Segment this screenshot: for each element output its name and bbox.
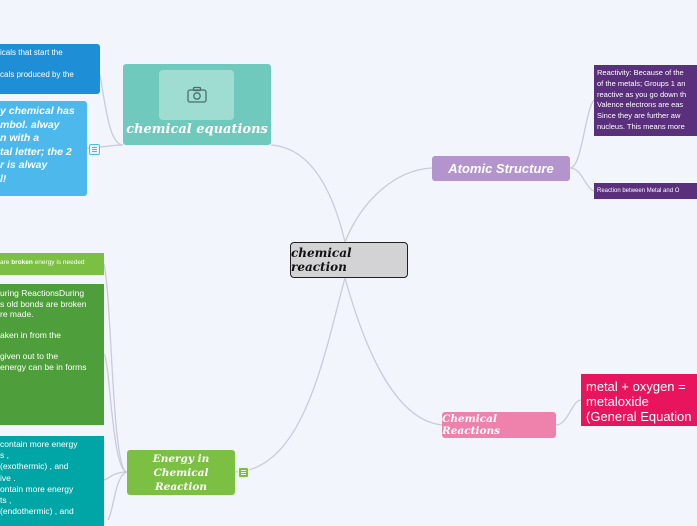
- subtopic-line: s ,: [0, 450, 9, 461]
- subtopic-text: are: [0, 259, 12, 266]
- subtopic-line: energy can be in forms: [0, 361, 87, 372]
- central-topic-label: chemical reaction: [291, 246, 352, 274]
- topic-chemical-reactions[interactable]: Chemical Reactions: [442, 412, 556, 438]
- subtopic-exo-endothermic[interactable]: contain more energy s , (exothermic) , a…: [0, 436, 104, 526]
- subtopic-line: (exothermic) , and: [0, 461, 69, 472]
- subtopic-text: energy is needed: [32, 259, 85, 266]
- subtopic-metal-oxygen[interactable]: Reaction between Metal and O: [594, 183, 697, 199]
- subtopic-general-equation[interactable]: metal + oxygen = metaloxide (General Equ…: [581, 374, 697, 426]
- subtopic-reactivity[interactable]: Reactivity: Because of the of the metals…: [594, 65, 697, 136]
- subtopic-bold-text: broken: [11, 259, 33, 266]
- topic-energy-in-chemical-reaction[interactable]: Energy in Chemical Reaction: [127, 450, 235, 495]
- subtopic-line: s old bonds are broken: [0, 298, 87, 309]
- subtopic-line: nucleus. This means more: [597, 121, 685, 131]
- subtopic-line: mbol. alway: [0, 118, 60, 131]
- subtopic-line: of the metals; Groups 1 an: [597, 78, 686, 88]
- subtopic-line: [0, 341, 104, 352]
- subtopic-chemical-symbols[interactable]: y chemical has mbol. alway n with a tal …: [0, 101, 87, 196]
- subtopic-reactants-products[interactable]: icals that start the cals produced by th…: [0, 44, 100, 94]
- subtopic-line: (endothermic) , and: [0, 506, 74, 517]
- subtopic-line: given out to the: [0, 351, 59, 361]
- subtopic-line: n with a: [0, 132, 40, 144]
- subtopic-line: cals produced by the: [0, 70, 74, 79]
- subtopic-line: re made.: [0, 309, 34, 319]
- subtopic-line: tal letter; the 2: [0, 145, 72, 158]
- subtopic-line: ive .: [0, 472, 16, 483]
- subtopic-line: contain more energy: [0, 439, 78, 449]
- subtopic-line: metaloxide: [586, 394, 649, 409]
- subtopic-line: Reaction between Metal and O: [597, 188, 680, 194]
- image-placeholder[interactable]: [159, 70, 234, 120]
- subtopic-line: r is alway: [0, 159, 48, 171]
- subtopic-line: Reactivity: Because of the: [597, 68, 684, 77]
- note-icon[interactable]: [238, 467, 249, 478]
- camera-icon: [186, 86, 207, 103]
- topic-chemical-equations[interactable]: chemical equations: [123, 64, 271, 145]
- note-icon[interactable]: [89, 144, 100, 155]
- subtopic-line: [0, 320, 104, 331]
- subtopic-bonds-broken[interactable]: are broken energy is needed: [0, 253, 104, 275]
- subtopic-line: aken in from the: [0, 330, 61, 340]
- subtopic-line: metal + oxygen =: [586, 379, 686, 394]
- topic-label: Reaction: [154, 480, 208, 493]
- subtopic-line: (General Equation: [586, 409, 692, 424]
- subtopic-line: icals that start the: [0, 48, 63, 57]
- subtopic-line: uring ReactionsDuring: [0, 288, 85, 298]
- topic-label: Chemical Reactions: [442, 413, 500, 437]
- topic-label: chemical equations: [126, 122, 268, 137]
- subtopic-line: ontain more energy: [0, 483, 74, 494]
- topic-label: Atomic Structure: [448, 161, 554, 176]
- topic-label: Energy in Chemical: [152, 452, 210, 479]
- subtopic-line: Since they are further aw: [597, 111, 681, 121]
- central-topic[interactable]: chemical reaction: [290, 242, 408, 278]
- subtopic-line: l!: [0, 172, 7, 185]
- subtopic-line: ts ,: [0, 495, 12, 506]
- subtopic-line: Valence electrons are eas: [597, 100, 684, 110]
- subtopic-line: y chemical has: [0, 105, 75, 117]
- topic-atomic-structure[interactable]: Atomic Structure: [432, 156, 570, 181]
- subtopic-line: reactive as you go down th: [597, 89, 687, 99]
- subtopic-during-reactions[interactable]: uring ReactionsDuring s old bonds are br…: [0, 284, 104, 425]
